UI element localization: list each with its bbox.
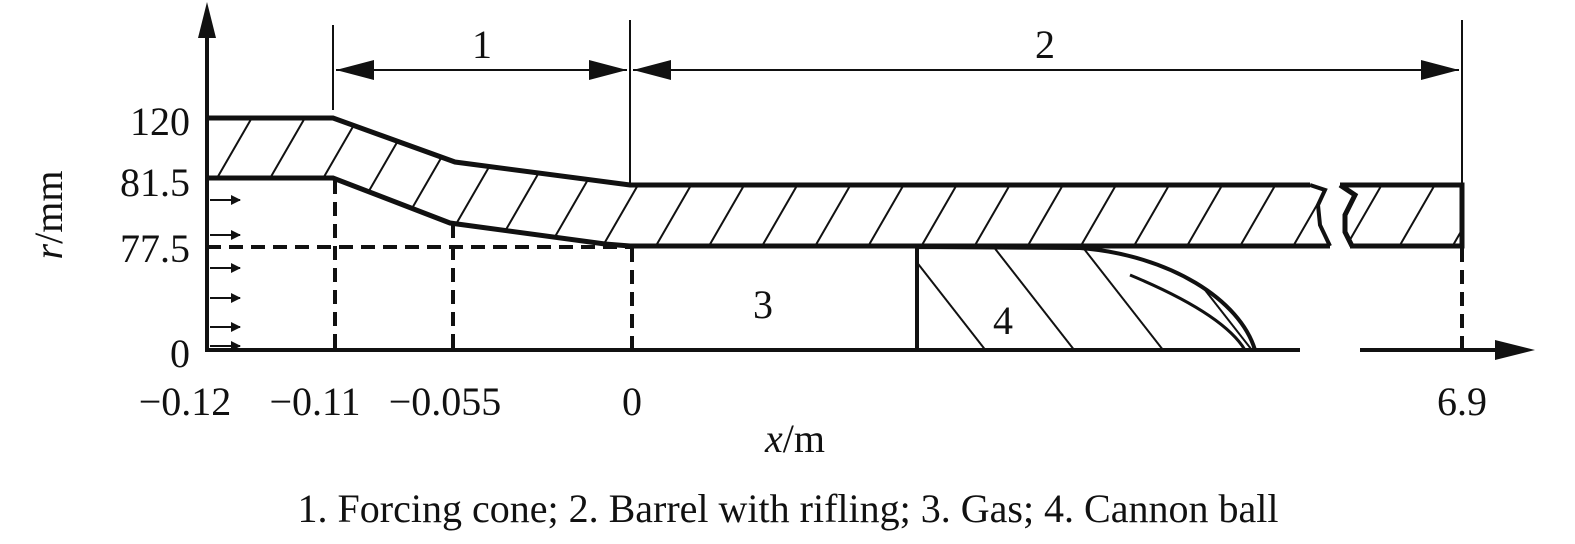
figure-caption: 1. Forcing cone; 2. Barrel with rifling;… bbox=[298, 486, 1279, 531]
outer-wall-line bbox=[207, 115, 1310, 188]
y-tick: 0 bbox=[170, 331, 190, 376]
y-tick: 77.5 bbox=[120, 226, 190, 271]
dimension-label-1: 1 bbox=[472, 22, 492, 67]
dimension-lines bbox=[332, 20, 1463, 185]
inner-wall-line bbox=[207, 175, 1330, 249]
x-tick: −0.055 bbox=[389, 379, 502, 424]
x-tick: 6.9 bbox=[1437, 379, 1487, 424]
guide-lines bbox=[207, 180, 1464, 350]
region-label-cannon-ball: 4 bbox=[993, 298, 1013, 343]
break-mark-left bbox=[1309, 183, 1332, 247]
x-tick: 0 bbox=[622, 379, 642, 424]
y-axis-arrow-icon bbox=[198, 2, 216, 38]
dimension-arrows bbox=[336, 60, 1459, 80]
y-axis-label: r/mm bbox=[26, 171, 71, 260]
x-axis-label: x/m bbox=[764, 416, 825, 461]
x-tick: −0.11 bbox=[269, 379, 360, 424]
x-axis-arrow-icon bbox=[1495, 340, 1535, 360]
barrel-end-wall bbox=[1350, 185, 1462, 246]
x-tick: −0.12 bbox=[139, 379, 232, 424]
y-tick: 81.5 bbox=[120, 160, 190, 205]
barrel-end-outline bbox=[1338, 182, 1465, 249]
gas-pressure-arrows bbox=[210, 195, 241, 351]
cannon-ball bbox=[915, 244, 1258, 352]
cannon-ball-nose-line bbox=[1129, 273, 1247, 351]
forcing-cone-wall bbox=[207, 118, 1330, 246]
region-label-gas: 3 bbox=[753, 282, 773, 327]
dimension-label-2: 2 bbox=[1035, 22, 1055, 67]
y-tick: 120 bbox=[130, 99, 190, 144]
